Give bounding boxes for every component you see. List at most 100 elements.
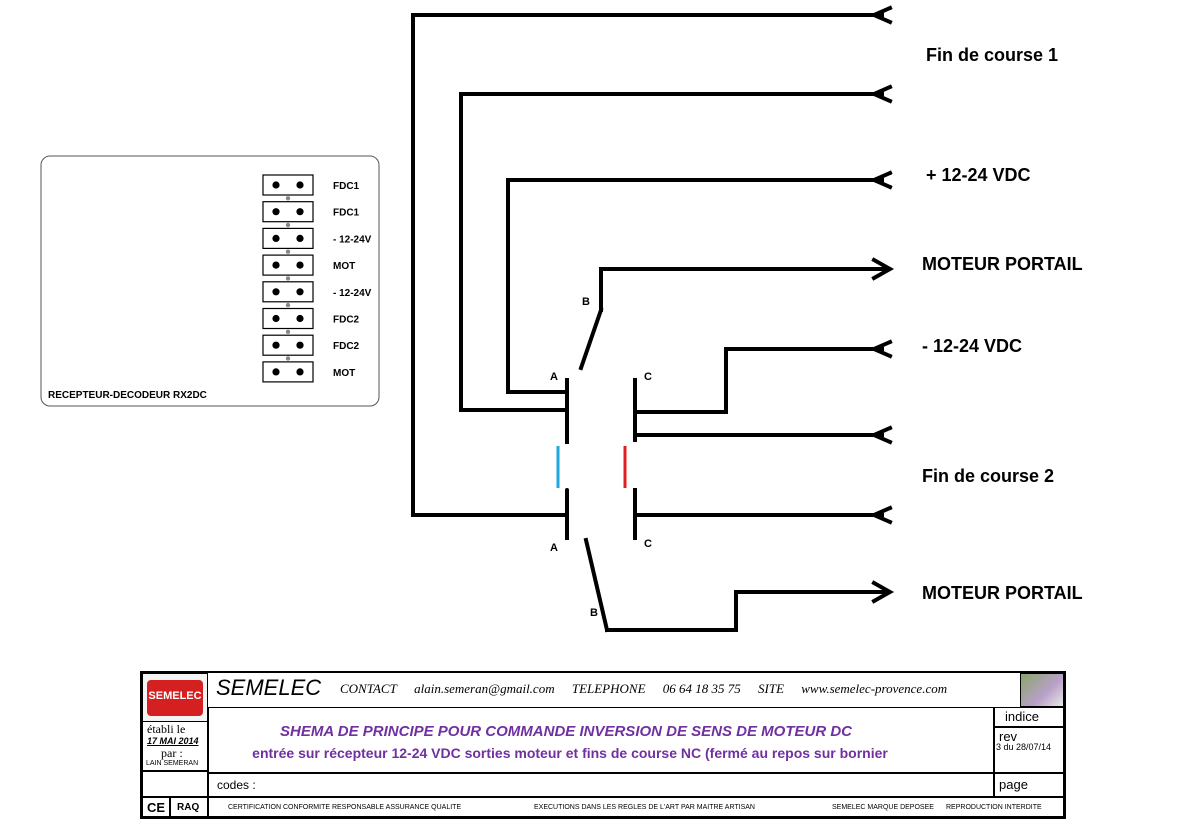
footer-certification: CERTIFICATION CONFORMITE RESPONSABLE ASS… <box>228 804 462 811</box>
footer-reproduction: REPRODUCTION INTERDITE <box>946 804 1042 811</box>
phone-number: 06 64 18 35 75 <box>662 681 741 696</box>
arrow-fdc1-outer <box>869 5 893 25</box>
terminal-screw <box>296 208 304 216</box>
logo-text: SEMELEC <box>148 690 202 702</box>
title-block: SEMELEC SEMELEC CONTACT alain.semeran@gm… <box>140 671 1066 819</box>
terminal-label: - 12-24V <box>333 288 372 299</box>
contact-dot <box>565 488 569 492</box>
relay-label-b-bottom: B <box>590 607 598 619</box>
terminal-link-dot <box>285 329 291 334</box>
page-label: page <box>999 777 1028 792</box>
rev-cell: rev 3 du 28/07/14 <box>994 727 1064 773</box>
codes-cell: codes : <box>208 773 994 797</box>
site-label: SITE <box>758 681 785 696</box>
diagram-title: SHEMA DE PRINCIPE POUR COMMANDE INVERSIO… <box>280 723 852 740</box>
output-labels: Fin de course 1 + 12-24 VDC MOTEUR PORTA… <box>922 45 1083 603</box>
terminal-frame <box>262 227 314 249</box>
arrow-motor-2 <box>871 580 895 604</box>
relay-label-a-top: A <box>550 371 558 383</box>
terminal-block: FDC1 <box>262 201 360 228</box>
indice-cell: indice <box>994 707 1064 727</box>
label-fin-course-1: Fin de course 1 <box>926 45 1058 65</box>
footer-execution: EXECUTIONS DANS LES REGLES DE L'ART PAR … <box>534 804 755 811</box>
rev-label: rev <box>999 729 1018 744</box>
relay-blade-b-top <box>578 307 604 371</box>
terminal-block: - 12-24V <box>262 281 372 308</box>
arrow-fdc2-upper <box>869 425 893 445</box>
indice-label: indice <box>1005 709 1039 724</box>
terminal-link-dot <box>285 249 291 254</box>
terminal-screw <box>272 234 280 242</box>
terminal-screw <box>272 368 280 376</box>
contact-line: CONTACT alain.semeran@gmail.com TELEPHON… <box>340 681 961 697</box>
label-plus-supply: + 12-24 VDC <box>926 165 1031 185</box>
arrow-plus <box>869 170 893 190</box>
terminal-frame <box>262 307 314 330</box>
ce-cell: CE <box>142 797 170 817</box>
terminal-block: FDC1 <box>262 174 360 201</box>
author-name: LAIN SEMERAN <box>146 760 199 767</box>
terminal-screw <box>272 341 280 349</box>
footer-marque: SEMELEC MARQUE DEPOSEE <box>832 804 934 811</box>
wire-fdc1-inner <box>459 92 884 412</box>
codes-label: codes : <box>217 778 256 792</box>
arrow-minus <box>869 339 893 359</box>
contact-dot <box>633 378 637 382</box>
terminal-block: MOT <box>262 254 355 281</box>
terminal-screw <box>272 208 280 216</box>
terminal-screw <box>272 288 280 296</box>
connector-arrows <box>869 5 895 604</box>
wires <box>411 13 887 632</box>
logo-badge <box>147 680 203 716</box>
terminal-screw <box>296 314 304 323</box>
contact-email: alain.semeran@gmail.com <box>414 681 555 696</box>
contact-dot <box>565 440 569 444</box>
building-photo <box>1020 673 1064 707</box>
wire-minus-supply <box>633 347 884 414</box>
semelec-logo: SEMELEC <box>142 673 208 722</box>
terminal-label: FDC2 <box>333 315 360 326</box>
terminal-screw <box>296 341 304 349</box>
codes-left-cell <box>142 771 208 797</box>
terminal-block: FDC2 <box>262 334 360 361</box>
terminal-screw <box>272 181 280 189</box>
date-author-cell: établi le 17 MAI 2014 par : LAIN SEMERAN <box>142 721 208 771</box>
terminal-frame <box>262 201 314 223</box>
wire-motor-1 <box>599 267 887 312</box>
terminal-frame <box>262 281 314 303</box>
relay: A B C A B C <box>550 296 652 633</box>
arrow-fdc1-inner <box>869 84 893 104</box>
terminal-block: MOT <box>262 361 355 383</box>
raq-cell: RAQ <box>170 797 208 817</box>
terminal-label: FDC2 <box>333 341 360 352</box>
contact-label: CONTACT <box>340 681 397 696</box>
terminal-screw <box>296 261 304 269</box>
relay-label-c-top: C <box>644 371 652 383</box>
title-area <box>208 707 994 773</box>
relay-label-c-bottom: C <box>644 538 652 550</box>
relay-blade-b-bottom <box>583 537 610 633</box>
terminal-frame <box>262 334 314 356</box>
terminal-screw <box>272 314 280 323</box>
terminal-screw <box>296 368 304 376</box>
par-label: par : <box>161 746 183 760</box>
terminal-label: MOT <box>333 261 355 272</box>
etabli-le: établi le <box>147 722 186 736</box>
site-url: www.semelec-provence.com <box>801 681 948 696</box>
terminal-frame <box>262 254 314 276</box>
terminal-link-dot <box>285 356 291 361</box>
terminal-block: - 12-24V <box>262 227 372 254</box>
terminal-link-dot <box>285 196 291 201</box>
company-name: SEMELEC <box>216 675 322 700</box>
phone-label: TELEPHONE <box>571 681 646 696</box>
wire-motor-2 <box>605 590 887 632</box>
date-value: 17 MAI 2014 <box>147 736 199 746</box>
label-minus-supply: - 12-24 VDC <box>922 336 1022 356</box>
label-fin-course-2: Fin de course 2 <box>922 466 1054 486</box>
relay-label-a-bottom: A <box>550 542 558 554</box>
ce-mark: CE <box>147 800 166 815</box>
terminal-frame <box>262 174 314 196</box>
